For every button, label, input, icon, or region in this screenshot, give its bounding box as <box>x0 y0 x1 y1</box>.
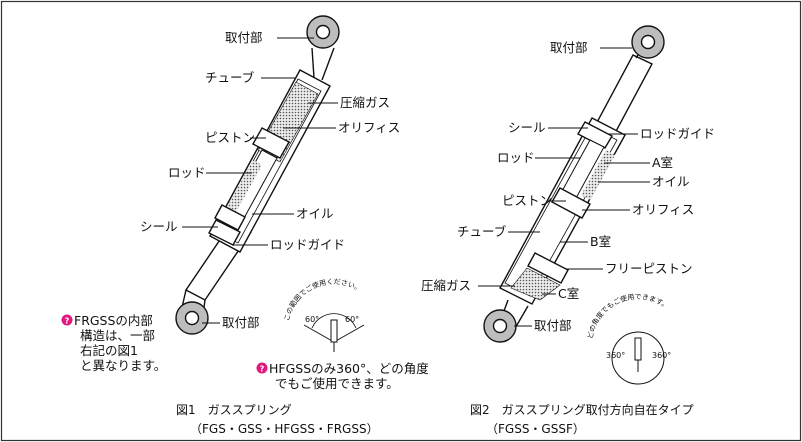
figure2-rod-upper <box>594 54 653 136</box>
svg-text:360°: 360° <box>652 351 671 360</box>
figure1-hfgss-note: ? HFGSSのみ360°、どの角度 でもご使用できます。 <box>256 361 429 391</box>
label-tube: チューブ <box>457 224 507 239</box>
figure2-angle-indicator: どの角度でもご使用できます。 360° 360° <box>586 293 671 385</box>
label-compressed-gas: 圧縮ガス <box>421 278 471 293</box>
figure2-labels: 取付部 シール ロッドガイド ロッド A室 オイル ピストン オリフィス チュー… <box>421 40 715 333</box>
figure2-subcaption: （FGSS・GSSF） <box>486 422 585 436</box>
label-rod: ロッド <box>168 165 206 180</box>
label-rod-guide: ロッドガイド <box>270 237 345 252</box>
label-top-mount: 取付部 <box>550 40 588 55</box>
label-free-piston: フリーピストン <box>605 261 693 276</box>
figure1-seal <box>214 204 246 231</box>
figure2-piston <box>551 187 591 219</box>
figure1-gas-spring <box>175 15 340 335</box>
label-rod-guide: ロッドガイド <box>640 126 715 141</box>
label-oil: オイル <box>296 206 334 221</box>
label-chamber-b: B室 <box>590 234 611 249</box>
figure1-subcaption: （FGS・GSS・HFGSS・FRGSS） <box>190 422 379 436</box>
svg-text:60°: 60° <box>345 315 359 324</box>
figure1-frgss-note: ? FRGSSの内部 構造は、一部 右記の図1 と異なります。 <box>61 313 166 373</box>
figure1-piston <box>252 127 290 159</box>
figure2-angle-spring-icon <box>634 337 642 361</box>
label-piston: ピストン <box>205 130 255 145</box>
figure1-angle-indicator: この範囲でご使用ください。 60° 60° <box>283 278 365 352</box>
label-piston: ピストン <box>502 193 552 208</box>
label-seal: シール <box>140 219 178 234</box>
svg-text:と異なります。: と異なります。 <box>80 358 166 373</box>
figure2-free-piston <box>527 252 569 284</box>
label-compressed-gas: 圧縮ガス <box>340 95 390 110</box>
figure1-labels: 取付部 チューブ 圧縮ガス オリフィス ピストン ロッド オイル シール ロッド… <box>140 30 400 330</box>
figure2-caption: 図2 ガススプリング取付方向自在タイプ <box>470 402 694 417</box>
pink-question-circle-icon <box>256 362 268 374</box>
label-top-mount: 取付部 <box>225 30 263 45</box>
label-bottom-mount: 取付部 <box>222 315 260 330</box>
figure2-compressed-gas <box>510 267 561 301</box>
figure2-full-circle-arc <box>611 331 665 385</box>
label-chamber-c: C室 <box>558 286 579 301</box>
label-oil: オイル <box>652 174 690 189</box>
svg-text:どの角度でもご使用できます。: どの角度でもご使用できます。 <box>586 293 670 340</box>
label-tube: チューブ <box>205 70 255 85</box>
label-seal: シール <box>508 120 546 135</box>
figure1-caption: 図1 ガススプリング <box>176 403 292 417</box>
label-orifice: オリフィス <box>338 120 400 135</box>
svg-text:?: ? <box>260 365 265 374</box>
pink-question-circle-icon <box>61 314 73 326</box>
svg-text:構造は、一部: 構造は、一部 <box>80 328 155 343</box>
label-bottom-mount: 取付部 <box>534 318 572 333</box>
svg-text:FRGSSの内部: FRGSSの内部 <box>74 313 153 328</box>
svg-text:でもご使用できます。: でもご使用できます。 <box>275 376 399 391</box>
svg-text:360°: 360° <box>606 351 625 360</box>
label-orifice: オリフィス <box>632 202 694 217</box>
label-chamber-a: A室 <box>652 155 673 170</box>
svg-text:60°: 60° <box>305 315 319 324</box>
svg-text:HFGSSのみ360°、どの角度: HFGSSのみ360°、どの角度 <box>269 361 429 376</box>
label-rod: ロッド <box>497 150 535 165</box>
svg-text:?: ? <box>65 317 70 326</box>
figure1-angle-spring-icon <box>330 319 338 343</box>
svg-text:右記の図1: 右記の図1 <box>80 343 138 358</box>
